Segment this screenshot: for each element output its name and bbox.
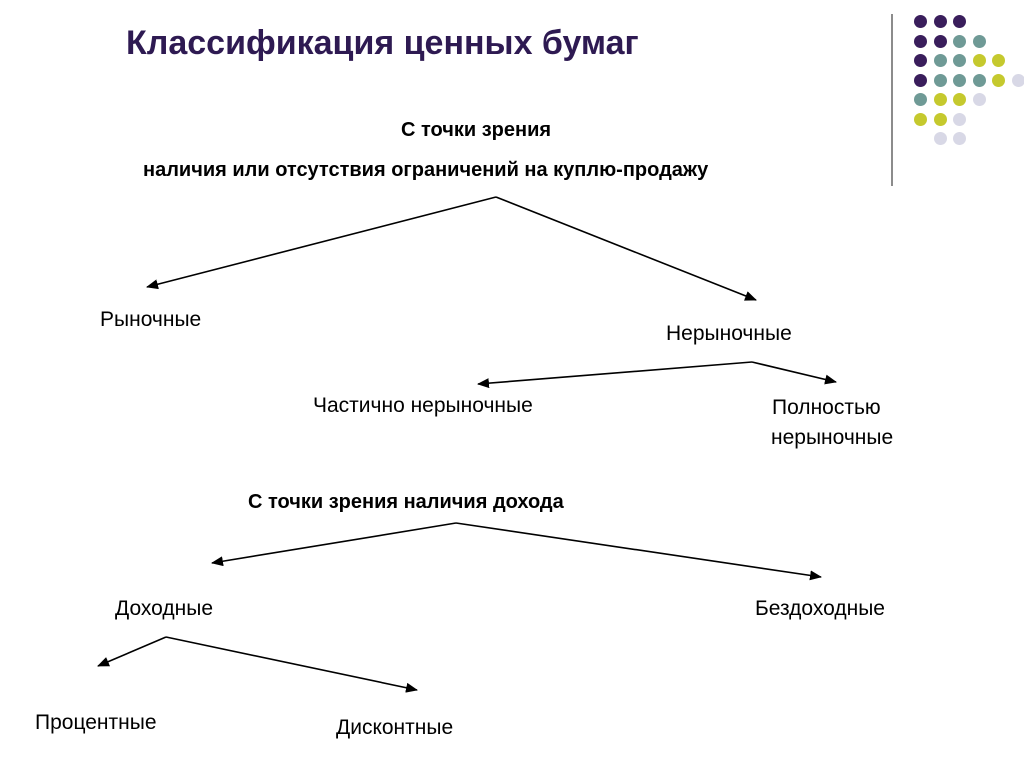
node-income: Доходные bbox=[115, 597, 214, 620]
section1-heading-line1: С точки зрения bbox=[401, 119, 552, 141]
node-partial-nonmarket: Частично нерыночные bbox=[313, 394, 533, 417]
node-interest: Процентные bbox=[35, 711, 157, 734]
arrow-to-partial bbox=[477, 361, 753, 389]
arrow-to-discount bbox=[165, 636, 418, 693]
arrow-to-nonmarket bbox=[495, 196, 757, 301]
section2-heading: С точки зрения наличия дохода bbox=[248, 491, 564, 513]
arrow-to-noincome bbox=[455, 522, 822, 581]
section1-heading-line2: наличия или отсутствия ограничений на ку… bbox=[143, 159, 709, 181]
node-full-nonmarket-line1: Полностью bbox=[772, 396, 881, 419]
node-nonmarket: Нерыночные bbox=[666, 322, 792, 345]
slide-title: Классификация ценных бумаг bbox=[126, 24, 639, 62]
arrow-to-income bbox=[211, 522, 457, 567]
arrow-to-full bbox=[751, 361, 837, 385]
node-full-nonmarket-line2: нерыночные bbox=[771, 426, 894, 449]
arrow-to-market bbox=[146, 196, 497, 290]
node-noincome: Бездоходные bbox=[755, 597, 885, 620]
node-discount: Дисконтные bbox=[336, 716, 454, 739]
decor-divider-line bbox=[891, 14, 893, 186]
arrow-to-interest bbox=[97, 636, 167, 667]
node-market: Рыночные bbox=[100, 308, 202, 331]
